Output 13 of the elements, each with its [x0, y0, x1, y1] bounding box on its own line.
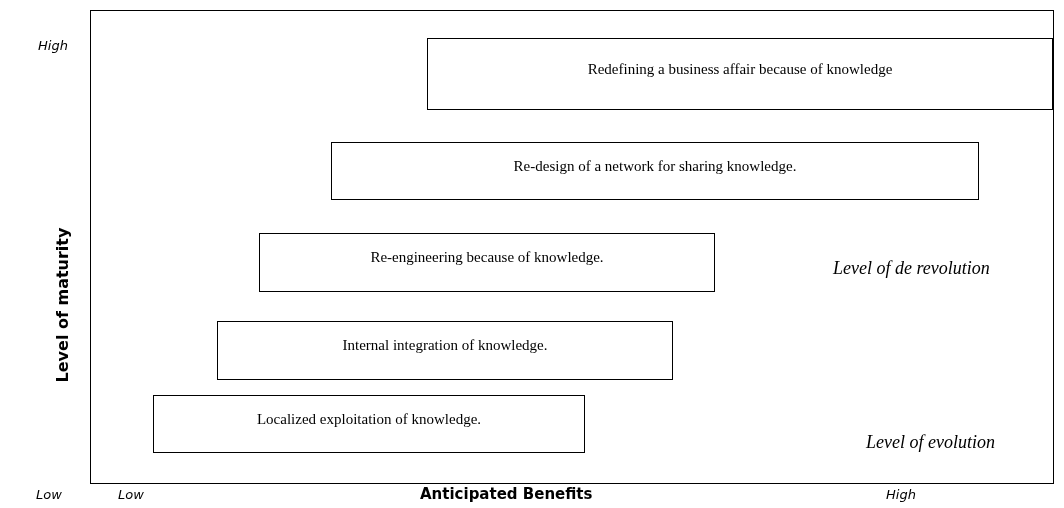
axis-title: Level of maturity: [52, 227, 72, 383]
axis-tick-label: Low: [36, 487, 62, 502]
stage-box: Re-design of a network for sharing knowledge.: [331, 142, 979, 200]
stage-box: Re-engineering because of knowledge.: [259, 233, 715, 292]
axis-tick-label: Low: [118, 487, 144, 502]
axis-tick-label: High: [886, 487, 916, 502]
axis-title: Anticipated Benefits: [420, 485, 593, 503]
axis-tick-label: High: [38, 38, 68, 53]
level-label: Level of de revolution: [833, 258, 990, 279]
level-label: Level of evolution: [866, 432, 995, 453]
stage-box: Internal integration of knowledge.: [217, 321, 673, 380]
stage-box: Localized exploitation of knowledge.: [153, 395, 585, 453]
stage-box: Redefining a business affair because of knowledge: [427, 38, 1053, 110]
